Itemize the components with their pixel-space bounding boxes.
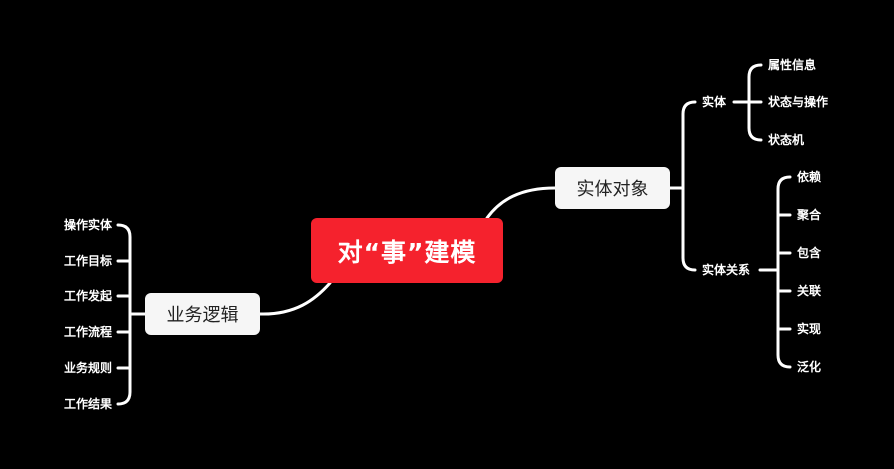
leaf-business-logic[interactable]: 操作实体 xyxy=(63,218,112,232)
leaf-entity[interactable]: 状态与操作 xyxy=(768,95,829,109)
subbranch-entity[interactable]: 实体 xyxy=(702,95,727,109)
leaf-business-logic[interactable]: 业务规则 xyxy=(63,361,112,375)
branch-business-logic[interactable]: 业务逻辑 xyxy=(145,293,260,335)
root-node[interactable]: 对“事”建模 xyxy=(311,218,503,283)
connector-right-bracket xyxy=(681,100,697,272)
connector-root-to-left-branch xyxy=(258,281,332,316)
leaf-business-logic[interactable]: 工作结果 xyxy=(63,397,112,411)
leaf-business-logic[interactable]: 工作发起 xyxy=(63,289,112,303)
subbranch-entity-relation[interactable]: 实体关系 xyxy=(702,263,751,277)
leaf-entity-relation[interactable]: 实现 xyxy=(797,322,822,336)
connector-left-bracket xyxy=(116,223,132,406)
branch-entity-objects[interactable]: 实体对象 xyxy=(555,167,670,209)
leaf-entity-relation[interactable]: 包含 xyxy=(797,246,822,260)
leaf-business-logic[interactable]: 工作目标 xyxy=(63,254,112,268)
leaf-entity-relation[interactable]: 泛化 xyxy=(797,360,822,374)
leaf-business-logic[interactable]: 工作流程 xyxy=(63,325,112,339)
leaf-entity-relation[interactable]: 聚合 xyxy=(797,208,822,222)
leaf-entity-relation[interactable]: 依赖 xyxy=(797,170,822,184)
leaf-entity[interactable]: 状态机 xyxy=(768,133,805,147)
leaf-entity[interactable]: 属性信息 xyxy=(768,58,817,72)
connector-root-to-right-branch xyxy=(485,186,557,220)
connector-relation-bracket xyxy=(776,175,792,369)
leaf-entity-relation[interactable]: 关联 xyxy=(797,284,822,298)
